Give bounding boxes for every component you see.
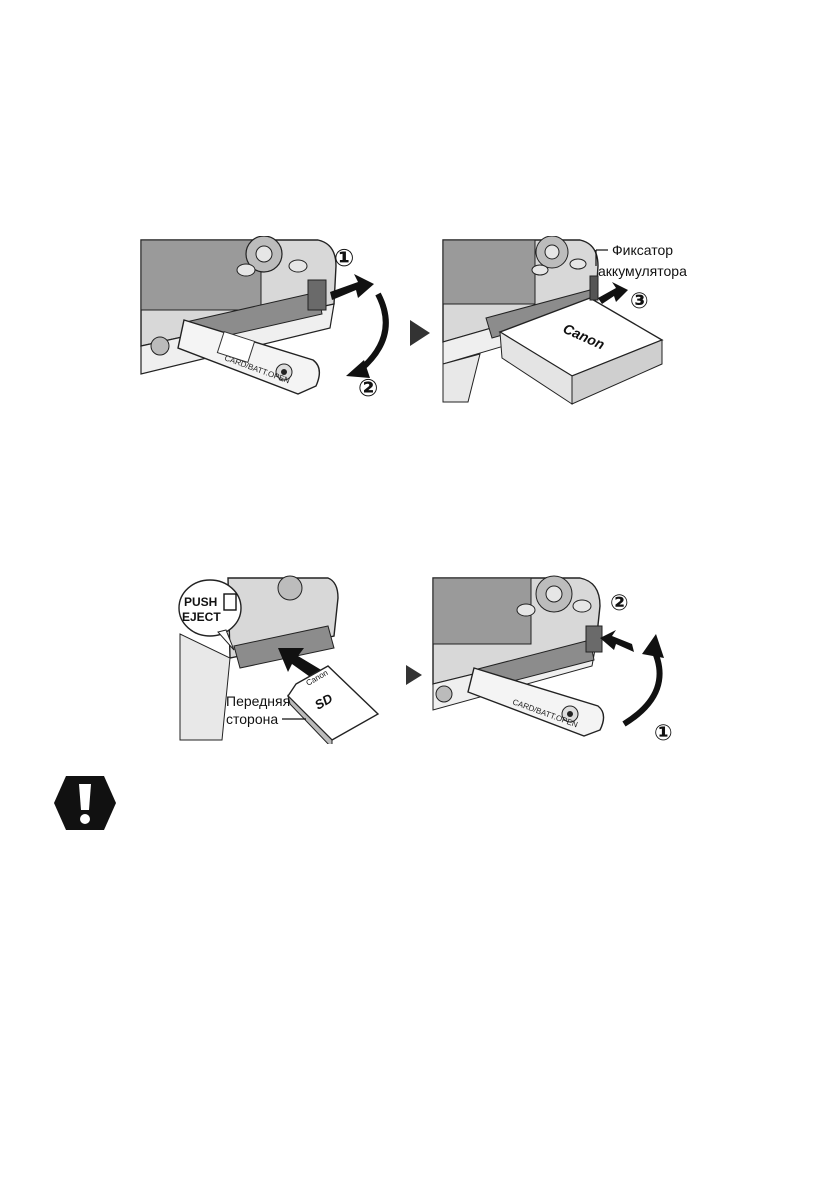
memory-card-illustration: PUSH EJECT Canon SD Передняя сторона <box>178 575 390 744</box>
figure-insert-card: PUSH EJECT Canon SD Передняя сторона <box>178 574 392 744</box>
step-1-label: ① <box>654 721 673 744</box>
camera-open-cover-illustration: CARD/BATT.OPEN ① ② <box>140 236 390 402</box>
push-eject-line2: EJECT <box>182 610 221 624</box>
figure-open-cover: CARD/BATT.OPEN ① ② <box>138 236 398 406</box>
figure-close-cover: CARD/BATT.OPEN ② ① <box>430 574 690 744</box>
card-front-label-line1: Передняя <box>226 693 290 709</box>
step-1-label: ① <box>334 244 354 272</box>
camera-battery-illustration: Canon Фиксатор аккумулятора ③ <box>442 236 710 405</box>
figure-insert-battery: Canon Фиксатор аккумулятора ③ <box>440 236 712 406</box>
camera-close-cover-illustration: CARD/BATT.OPEN ② ① <box>432 575 688 744</box>
card-slot-icon <box>223 593 237 611</box>
step-2-label: ② <box>610 591 629 616</box>
push-eject-line1: PUSH <box>184 595 217 609</box>
arrow-icon <box>408 318 432 348</box>
warning-icon <box>52 774 118 832</box>
step-3-label: ③ <box>630 289 649 314</box>
card-front-label-line2: сторона <box>226 711 278 727</box>
step-2-label: ② <box>358 374 378 402</box>
battery-lock-label-line2: аккумулятора <box>598 263 687 279</box>
arrow-icon <box>404 663 424 687</box>
battery-lock-label-line1: Фиксатор <box>612 242 673 258</box>
